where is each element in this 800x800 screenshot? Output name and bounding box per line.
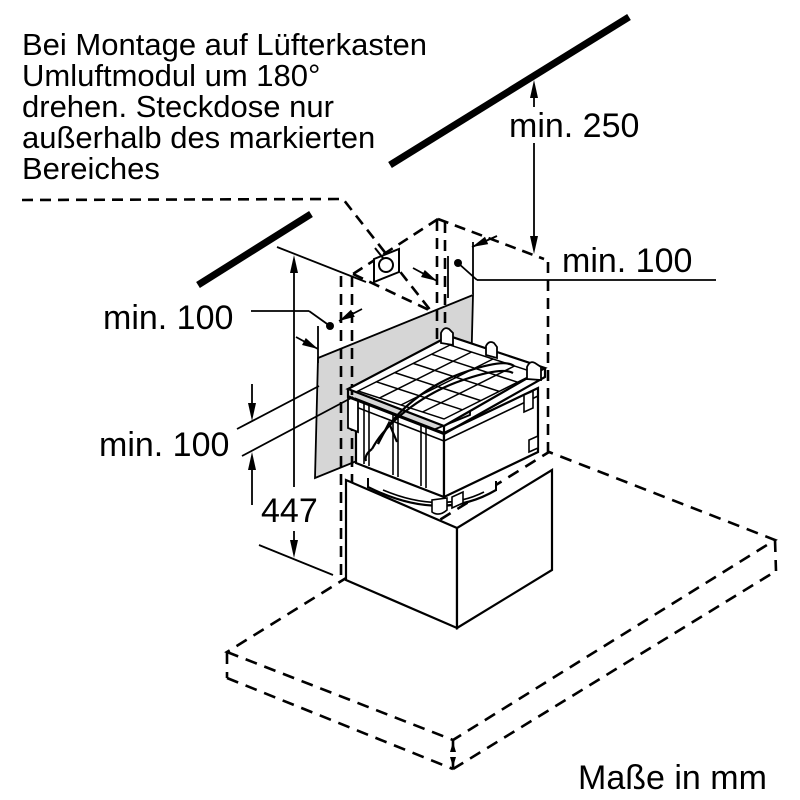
module-right-face (442, 386, 540, 499)
units-note: Maße in mm (578, 759, 767, 797)
note-line-5: Bereiches (22, 151, 160, 186)
marked-region-boundary (21, 197, 545, 313)
module-height-label: 447 (261, 492, 318, 530)
instruction-note: Bei Montage auf Lüfterkasten Umluftmodul… (22, 27, 427, 186)
module-face-details (355, 389, 539, 488)
collar-clip-right (451, 490, 464, 510)
countertop-bottom-front-left (226, 676, 454, 771)
sloped-ceiling-lines (196, 14, 631, 288)
duct-right-face (455, 468, 554, 630)
dimension-ceiling-clearance: min. 250 (509, 80, 639, 254)
note-line-2: Umluftmodul um 180° (22, 58, 320, 93)
collar-clip-left (431, 497, 448, 515)
note-line-3: drehen. Steckdose nur (22, 89, 334, 124)
countertop-thickness-arrows (450, 742, 456, 767)
mounting-hooks (440, 327, 542, 381)
ceiling-line-upper (388, 14, 631, 168)
countertop-bottom-front-right (452, 569, 777, 771)
recirculation-module (345, 327, 548, 499)
countertop-right-corner-edge (773, 539, 778, 572)
ceiling-clearance-label: min. 250 (509, 107, 639, 145)
marked-region-top-edge (21, 197, 433, 312)
duct-box (344, 468, 554, 630)
dimension-left-clearance: min. 100 (103, 299, 363, 363)
right-clearance-label: min. 100 (562, 242, 692, 280)
dimension-right-clearance: min. 100 (412, 235, 716, 298)
marked-region-diagonal-left (352, 272, 432, 313)
power-socket-icon (373, 247, 400, 284)
left-clearance-label: min. 100 (103, 299, 233, 337)
fixing-strap (364, 362, 515, 462)
note-line-4: außerhalb des markierten (22, 120, 375, 155)
ceiling-line-lower (196, 211, 313, 288)
dimension-lower-left-clearance: min. 100 (99, 384, 354, 505)
dimension-module-height: 447 (258, 246, 367, 576)
lower-left-clearance-label: min. 100 (99, 426, 229, 464)
note-line-1: Bei Montage auf Lüfterkasten (22, 27, 427, 62)
